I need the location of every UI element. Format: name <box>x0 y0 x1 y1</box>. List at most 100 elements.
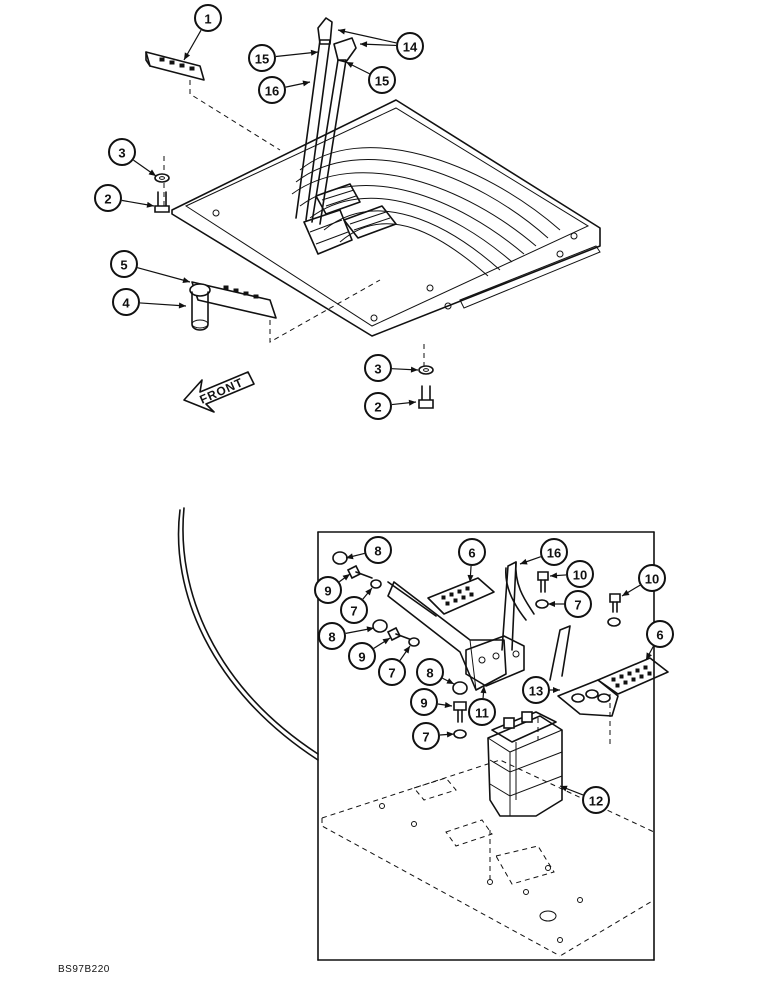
cap-part-8-a <box>332 551 348 565</box>
callout-leader <box>275 51 319 58</box>
washer-part-7-e <box>607 617 621 627</box>
callout-arrowhead <box>148 169 156 176</box>
callout-number: 9 <box>358 650 365 665</box>
bottom-callout-7: 7 <box>340 596 368 624</box>
pin-part-4 <box>191 291 209 331</box>
callout-number: 10 <box>573 568 587 583</box>
bottom-callout-9: 9 <box>410 688 438 716</box>
callout-number: 3 <box>118 146 125 161</box>
bottom-callout-8: 8 <box>364 536 392 564</box>
callout-number: 1 <box>204 12 211 27</box>
callout-arrowhead <box>342 574 350 581</box>
callout-number: 6 <box>656 628 663 643</box>
callout-number: 10 <box>645 572 659 587</box>
callout-number: 7 <box>422 730 429 745</box>
top-callout-2: 2 <box>364 392 392 420</box>
callout-arrowhead <box>182 277 190 284</box>
callout-arrowhead <box>146 201 154 208</box>
callout-arrowhead <box>366 626 374 633</box>
lever-part-16 <box>501 561 535 651</box>
bottom-callout-12: 12 <box>582 786 610 814</box>
callout-arrowhead <box>444 702 452 708</box>
callout-number: 9 <box>324 584 331 599</box>
washer-part-3-upper <box>154 173 170 183</box>
callout-arrowhead <box>646 652 652 660</box>
pedal-part-6-left <box>387 577 495 617</box>
callout-arrowhead <box>310 49 318 56</box>
bracket-part-1 <box>145 51 281 151</box>
bottom-callout-6: 6 <box>458 538 486 566</box>
washer-part-3-lower <box>418 365 434 375</box>
callout-arrowhead <box>560 785 568 792</box>
bottom-callout-7: 7 <box>564 590 592 618</box>
callout-number: 15 <box>375 74 389 89</box>
cap-part-8-c <box>452 681 468 695</box>
callout-arrowhead <box>520 558 528 565</box>
callout-arrowhead <box>346 62 354 68</box>
top-callout-15: 15 <box>248 44 276 72</box>
callout-leader <box>337 29 397 44</box>
top-callout-1: 1 <box>194 4 222 32</box>
detail-arc <box>177 509 319 761</box>
callout-arrowhead <box>446 678 454 684</box>
callout-arrowhead <box>550 572 558 579</box>
travel-pedal-assembly-upper <box>303 183 397 255</box>
travel-levers-upper <box>295 17 357 225</box>
washer-part-7-d <box>535 599 549 609</box>
bottom-callout-9: 9 <box>314 576 342 604</box>
callout-number: 8 <box>426 666 433 681</box>
top-callout-4: 4 <box>112 288 140 316</box>
pedal-bracket-part-13 <box>557 679 619 717</box>
bottom-callout-9: 9 <box>348 642 376 670</box>
reference-code: BS97B220 <box>58 964 110 975</box>
pilot-valve-part-12 <box>487 711 563 817</box>
bottom-callout-8: 8 <box>318 622 346 650</box>
callout-number: 7 <box>350 604 357 619</box>
bottom-callout-16: 16 <box>540 538 568 566</box>
bottom-callout-10: 10 <box>638 564 666 592</box>
top-callout-14: 14 <box>396 32 424 60</box>
washer-part-7-c <box>453 729 467 739</box>
callout-arrowhead <box>382 638 390 645</box>
bottom-callout-7: 7 <box>412 722 440 750</box>
top-callout-16: 16 <box>258 76 286 104</box>
callout-number: 12 <box>589 794 603 809</box>
detail-arc-inner <box>182 507 319 755</box>
bottom-callout-10: 10 <box>566 560 594 588</box>
top-callout-5: 5 <box>110 250 138 278</box>
callout-arrowhead <box>360 41 368 48</box>
front-label: FRONT <box>198 375 246 407</box>
callout-arrowhead <box>467 574 474 582</box>
bracket-part-5 <box>189 281 277 319</box>
bottom-callout-11: 11 <box>468 698 496 726</box>
callout-arrowhead <box>553 687 560 693</box>
bolt-part-9-c <box>453 701 467 723</box>
leader-dash-lower <box>269 279 381 343</box>
bolt-part-2-upper <box>154 191 170 213</box>
top-callout-3: 3 <box>364 354 392 382</box>
washer-part-7-a <box>370 579 382 589</box>
bolt-part-10-b <box>609 593 621 613</box>
callout-arrowhead <box>338 28 346 35</box>
pedal-part-6-right <box>549 625 669 695</box>
callout-arrowhead <box>622 589 630 596</box>
front-direction-arrow: FRONT <box>183 371 255 413</box>
bottom-callout-8: 8 <box>416 658 444 686</box>
bolt-part-10-a <box>537 571 549 593</box>
callout-arrowhead <box>302 80 310 87</box>
callout-arrowhead <box>548 601 555 607</box>
callout-arrowhead <box>346 553 354 560</box>
callout-number: 3 <box>374 362 381 377</box>
callout-arrowhead <box>410 366 418 373</box>
callout-arrowhead <box>365 588 372 596</box>
callout-number: 2 <box>104 192 111 207</box>
callout-number: 7 <box>388 666 395 681</box>
bolt-part-9-b <box>386 626 413 642</box>
callout-number: 16 <box>265 84 279 99</box>
bottom-callout-7: 7 <box>378 658 406 686</box>
callout-number: 8 <box>374 544 381 559</box>
callout-arrowhead <box>178 302 186 309</box>
callout-number: 16 <box>547 546 561 561</box>
top-callout-2: 2 <box>94 184 122 212</box>
